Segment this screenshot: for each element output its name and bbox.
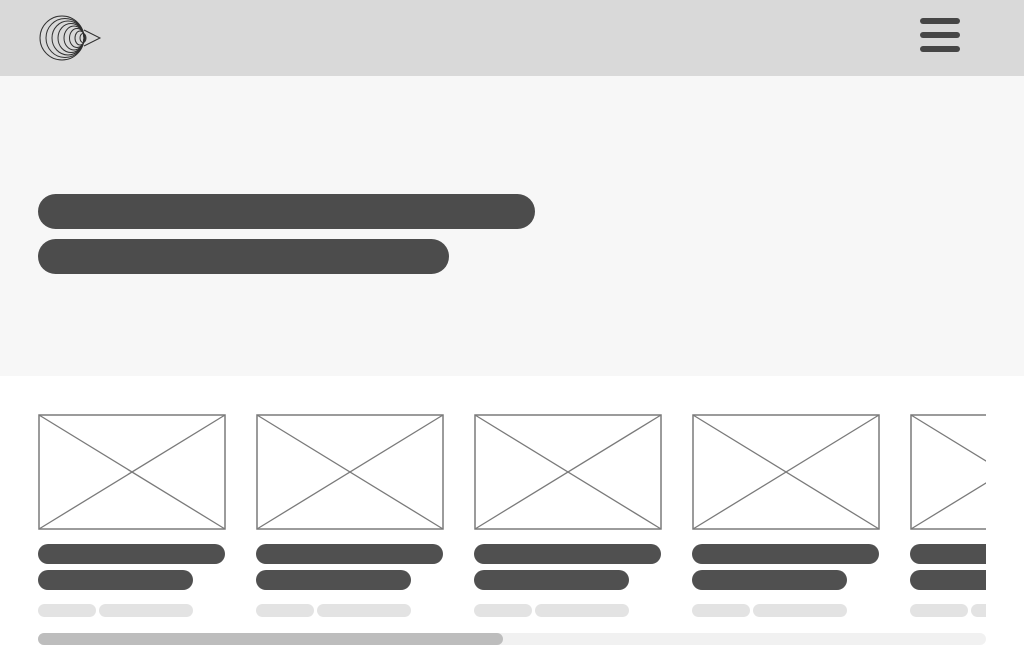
hero-headline-placeholder [38, 239, 449, 274]
card-title-placeholder [692, 544, 879, 564]
image-placeholder-icon [256, 414, 444, 530]
image-placeholder-icon [38, 414, 226, 530]
card-meta-placeholder [535, 604, 629, 617]
card-meta-placeholder [692, 604, 750, 617]
carousel-card[interactable] [692, 414, 880, 624]
hamburger-menu-button[interactable] [918, 16, 962, 56]
card-title-placeholder [910, 544, 986, 564]
card-title-placeholder [692, 570, 847, 590]
hero-headline-placeholder [38, 194, 535, 229]
image-placeholder-icon [692, 414, 880, 530]
card-meta-placeholder [256, 604, 314, 617]
carousel-card[interactable] [256, 414, 444, 624]
card-title-placeholder [256, 544, 443, 564]
carousel-card[interactable] [474, 414, 662, 624]
hamburger-menu-icon [920, 18, 960, 24]
card-title-placeholder [474, 544, 661, 564]
carousel-scrollbar-track[interactable] [38, 633, 986, 645]
card-meta-placeholder [38, 604, 96, 617]
concentric-rings-logo-icon[interactable] [38, 14, 102, 62]
image-placeholder-icon [910, 414, 986, 530]
card-title-placeholder [38, 570, 193, 590]
hero-banner [0, 76, 1024, 376]
card-title-placeholder [474, 570, 629, 590]
carousel-card[interactable] [38, 414, 226, 624]
card-meta-placeholder [910, 604, 968, 617]
card-title-placeholder [910, 570, 986, 590]
card-carousel[interactable] [38, 414, 986, 624]
card-title-placeholder [38, 544, 225, 564]
card-meta-placeholder [474, 604, 532, 617]
card-title-placeholder [256, 570, 411, 590]
card-meta-placeholder [317, 604, 411, 617]
image-placeholder-icon [474, 414, 662, 530]
hamburger-menu-icon [920, 46, 960, 52]
card-meta-placeholder [971, 604, 986, 617]
card-meta-placeholder [99, 604, 193, 617]
carousel-card[interactable] [910, 414, 986, 624]
carousel-scrollbar-thumb[interactable] [38, 633, 503, 645]
hamburger-menu-icon [920, 32, 960, 38]
card-meta-placeholder [753, 604, 847, 617]
top-header [0, 0, 1024, 76]
